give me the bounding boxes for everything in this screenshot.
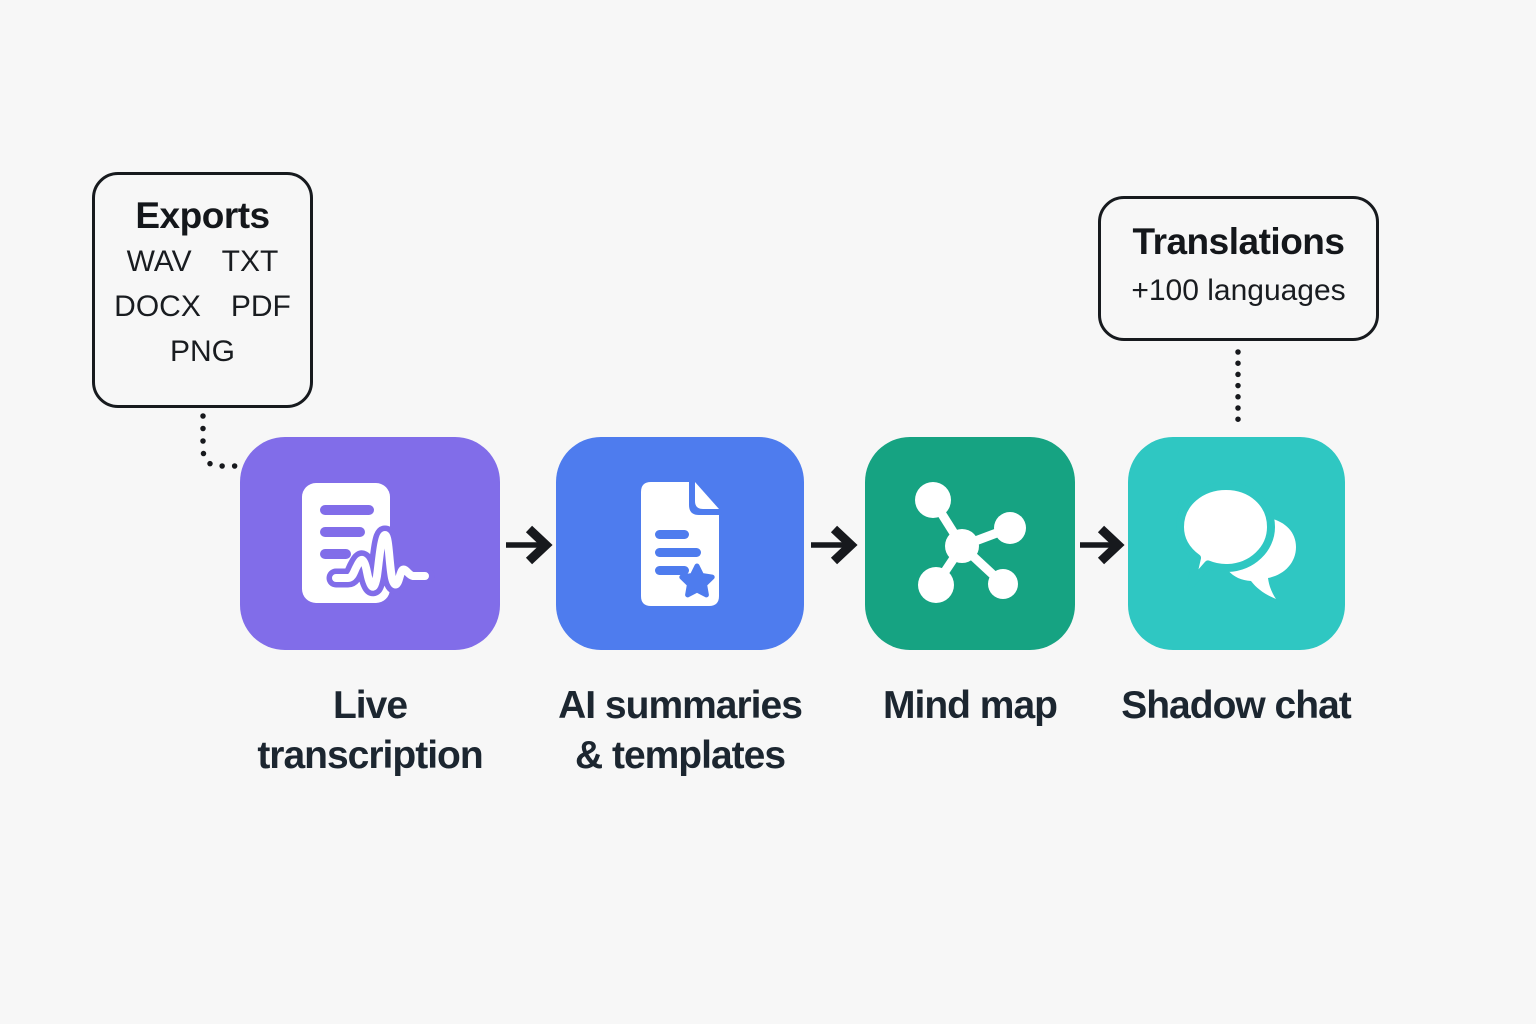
mind-map-icon [915, 481, 1026, 603]
step-label-mind-map: Mind map [883, 684, 1058, 727]
format-wav: WAV [126, 245, 192, 278]
exports-callout: Exports WAV TXT DOCX PDF PNG [92, 172, 313, 408]
step-tile-live-transcription [240, 437, 500, 650]
translations-subtitle: +100 languages [1131, 274, 1346, 307]
step-label-ai-summaries: AI summaries & templates [558, 684, 803, 777]
document-waveform-icon [301, 482, 434, 603]
arrow-right-icon [1080, 525, 1125, 565]
step-label-shadow-chat: Shadow chat [1121, 684, 1352, 727]
exports-format-row: WAV TXT [95, 239, 310, 284]
exports-title: Exports [135, 195, 270, 236]
translations-title: Translations [1132, 221, 1345, 262]
step-tile-ai-summaries [556, 437, 804, 650]
arrow-right-icon [506, 525, 553, 565]
format-pdf: PDF [230, 290, 291, 323]
document-star-icon [641, 481, 719, 606]
step-label-live-transcription: Live transcription [257, 684, 483, 777]
step-tile-shadow-chat [1128, 437, 1345, 650]
format-txt: TXT [221, 245, 279, 278]
chat-bubbles-icon [1175, 482, 1296, 599]
translations-callout: Translations +100 languages [1098, 196, 1379, 341]
format-png: PNG [169, 335, 235, 368]
step-tile-mind-map [865, 437, 1075, 650]
format-docx: DOCX [114, 290, 201, 323]
arrow-right-icon [811, 525, 858, 565]
exports-format-row: PNG [95, 329, 310, 374]
exports-format-row: DOCX PDF [95, 284, 310, 329]
exports-dotted-connector [200, 413, 241, 469]
